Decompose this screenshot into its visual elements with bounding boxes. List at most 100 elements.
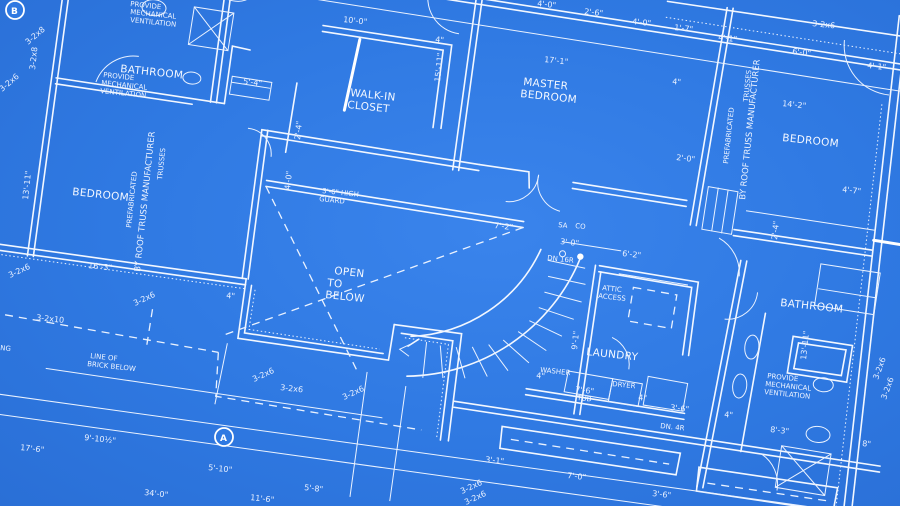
svg-text:3-2x6: 3-2x6 — [812, 19, 836, 30]
wall-highlight — [872, 238, 900, 248]
svg-text:GUARD: GUARD — [319, 195, 345, 206]
svg-text:7'-6": 7'-6" — [575, 385, 595, 396]
svg-text:DRYER: DRYER — [612, 380, 636, 390]
svg-text:3'-0": 3'-0" — [560, 237, 580, 248]
room-label-to: TO — [326, 277, 343, 291]
svg-text:3-2x6: 3-2x6 — [341, 384, 366, 402]
svg-text:4'-7": 4'-7" — [842, 185, 862, 196]
svg-text:ACCESS: ACCESS — [598, 292, 627, 303]
svg-text:2'-0": 2'-0" — [676, 153, 696, 164]
svg-text:3'-6": 3'-6" — [652, 489, 672, 500]
fixtures — [141, 0, 881, 497]
svg-text:SA: SA — [558, 221, 568, 230]
dimension-lines — [0, 210, 875, 506]
svg-text:4'-0": 4'-0" — [632, 17, 652, 28]
room-label-walk-in: WALK-IN — [350, 87, 396, 104]
svg-text:11'-6": 11'-6" — [250, 493, 275, 504]
svg-text:3'-6": 3'-6" — [670, 403, 690, 414]
svg-text:3-2x6: 3-2x6 — [0, 72, 21, 94]
svg-text:3-2x10: 3-2x10 — [36, 313, 65, 325]
room-label-laundry: LAUNDRY — [586, 346, 639, 363]
svg-text:2'-4": 2'-4" — [770, 220, 781, 240]
svg-text:10'-0": 10'-0" — [343, 15, 368, 26]
svg-text:BY ROOF TRUSS MANUFACTURER: BY ROOF TRUSS MANUFACTURER — [738, 59, 763, 200]
room-label-bedroom-left: BEDROOM — [72, 186, 130, 204]
room-label-open: OPEN — [334, 265, 365, 280]
svg-text:4": 4" — [435, 35, 445, 45]
svg-text:3-2x8: 3-2x8 — [28, 47, 39, 71]
svg-text:DN 16R: DN 16R — [547, 254, 574, 265]
open-to-below-cross — [219, 186, 524, 372]
svg-text:NG: NG — [0, 344, 11, 353]
svg-text:6'-0": 6'-0" — [792, 47, 812, 58]
svg-text:CO: CO — [575, 222, 587, 231]
svg-text:5'-4": 5'-4" — [243, 77, 263, 88]
svg-text:4": 4" — [536, 371, 546, 381]
svg-text:13'-11": 13'-11" — [21, 170, 33, 200]
svg-text:14'-2": 14'-2" — [782, 99, 807, 110]
svg-text:5'-10": 5'-10" — [208, 463, 233, 474]
section-a-leader — [214, 343, 228, 405]
svg-text:3'-1": 3'-1" — [485, 455, 505, 466]
svg-text:TRUSSES: TRUSSES — [742, 69, 753, 103]
svg-text:3-2x6: 3-2x6 — [251, 366, 276, 384]
svg-text:TUB: TUB — [576, 394, 592, 404]
svg-text:3-2x6: 3-2x6 — [871, 356, 887, 381]
svg-text:4": 4" — [226, 291, 236, 301]
dimension-labels: 10'-0" 4" 4'-0" 2'-6" 17'-1" 15'-11" 5'-… — [20, 0, 887, 505]
svg-text:3-2x8: 3-2x8 — [24, 25, 47, 47]
svg-text:BY ROOF TRUSS MANUFACTURER: BY ROOF TRUSS MANUFACTURER — [133, 131, 158, 272]
svg-text:TRUSSES: TRUSSES — [156, 147, 167, 181]
svg-text:34'-0": 34'-0" — [144, 488, 169, 499]
svg-text:5'-8": 5'-8" — [304, 483, 324, 494]
svg-text:15'-11": 15'-11" — [433, 52, 445, 82]
svg-text:4'-1": 4'-1" — [718, 33, 738, 44]
room-labels: BATHROOM WALK-IN CLOSET MASTER BEDROOM B… — [72, 63, 844, 363]
svg-text:3-2x6: 3-2x6 — [879, 376, 895, 401]
svg-text:16'-3": 16'-3" — [88, 261, 113, 272]
svg-text:A: A — [220, 434, 227, 444]
svg-text:4'-0": 4'-0" — [537, 0, 557, 10]
svg-text:4'-0": 4'-0" — [283, 170, 294, 190]
section-marker-b: B — [5, 0, 25, 20]
svg-text:4": 4" — [724, 410, 734, 420]
svg-text:PREFABRICATED: PREFABRICATED — [125, 171, 139, 228]
svg-text:6'-2": 6'-2" — [622, 249, 642, 260]
svg-text:9'-10½": 9'-10½" — [84, 433, 117, 445]
door-swings — [95, 0, 889, 491]
svg-text:13'-11": 13'-11" — [799, 330, 811, 360]
svg-text:17'-6": 17'-6" — [20, 443, 45, 454]
svg-text:9'-1": 9'-1" — [570, 330, 581, 350]
svg-text:8'-3": 8'-3" — [770, 425, 790, 436]
svg-text:2'-4": 2'-4" — [293, 120, 304, 140]
room-label-bedroom-right: BEDROOM — [782, 132, 840, 150]
svg-text:PROVIDE: PROVIDE — [767, 372, 799, 383]
section-marker-a: A — [214, 427, 234, 447]
room-label-below: BELOW — [325, 289, 366, 305]
svg-text:8": 8" — [862, 439, 872, 449]
svg-text:4": 4" — [672, 77, 682, 87]
svg-text:ATTIC: ATTIC — [602, 284, 622, 294]
svg-text:17'-1": 17'-1" — [544, 55, 569, 66]
closet-rod-line — [342, 37, 362, 112]
svg-text:BRICK BELOW: BRICK BELOW — [87, 360, 136, 373]
room-label-closet: CLOSET — [347, 99, 391, 115]
svg-text:1'-7": 1'-7" — [674, 23, 694, 34]
room-label-master-bedroom: BEDROOM — [520, 88, 578, 106]
svg-text:LINE OF: LINE OF — [90, 352, 118, 363]
curved-staircase — [398, 248, 586, 379]
svg-text:3-2x6: 3-2x6 — [132, 290, 157, 308]
svg-text:PROVIDE: PROVIDE — [130, 0, 162, 11]
svg-text:7'-2": 7'-2" — [494, 221, 514, 232]
svg-text:4'-1": 4'-1" — [867, 61, 887, 72]
svg-text:PROVIDE: PROVIDE — [103, 71, 135, 82]
svg-text:DN. 4R: DN. 4R — [660, 422, 685, 433]
svg-text:PREFABRICATED: PREFABRICATED — [722, 107, 736, 164]
svg-text:3-2x6: 3-2x6 — [7, 262, 32, 280]
room-label-master: MASTER — [523, 76, 569, 93]
svg-text:B: B — [11, 7, 18, 17]
